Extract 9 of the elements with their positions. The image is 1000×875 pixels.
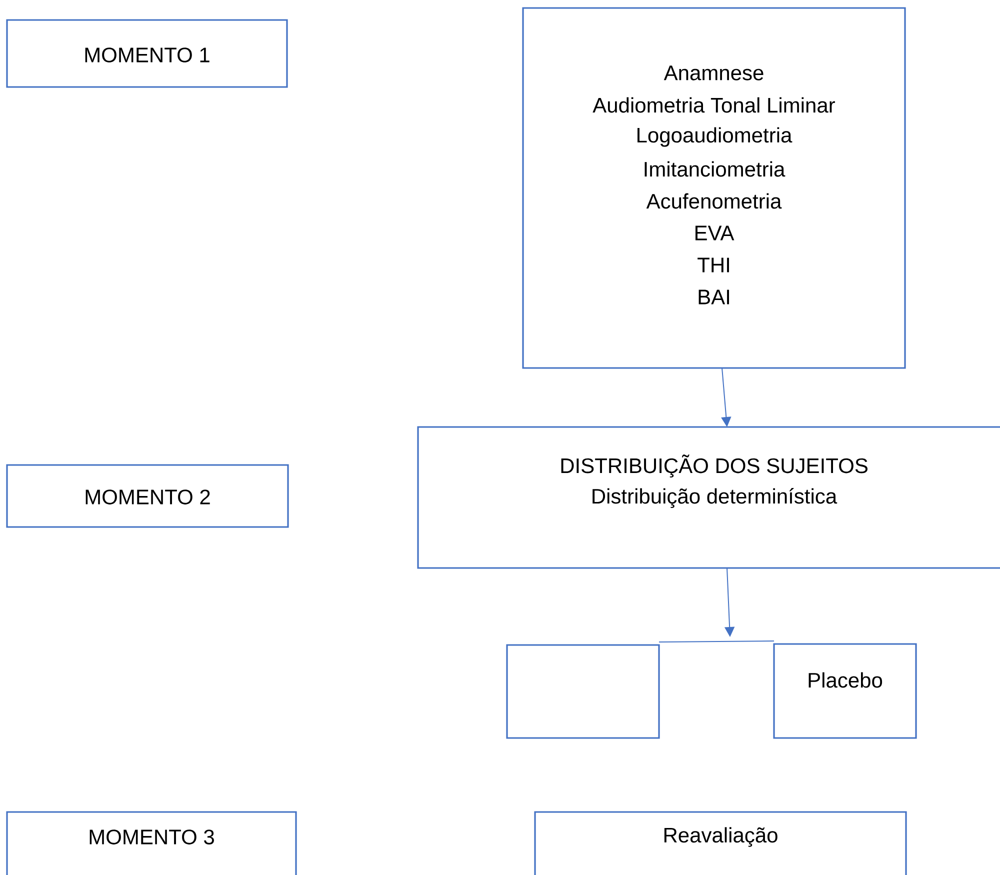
process-box: Anamnese Audiometria Tonal Liminar Logoaudiometria Imitanciometria Acufenometria EVA THI BAI (522, 7, 906, 369)
process-box: DISTRIBUIÇÃO DOS SUJEITOS Distribuição determinística (417, 426, 1000, 569)
process-box (506, 644, 660, 739)
process-box: MOMENTO 1 (6, 19, 288, 88)
connector-line (658, 640, 774, 642)
process-box: MOMENTO 3 (6, 811, 297, 875)
process-box: Reavaliação (534, 811, 907, 875)
process-box: MOMENTO 2 (6, 464, 289, 528)
process-box: Placebo (773, 643, 917, 739)
